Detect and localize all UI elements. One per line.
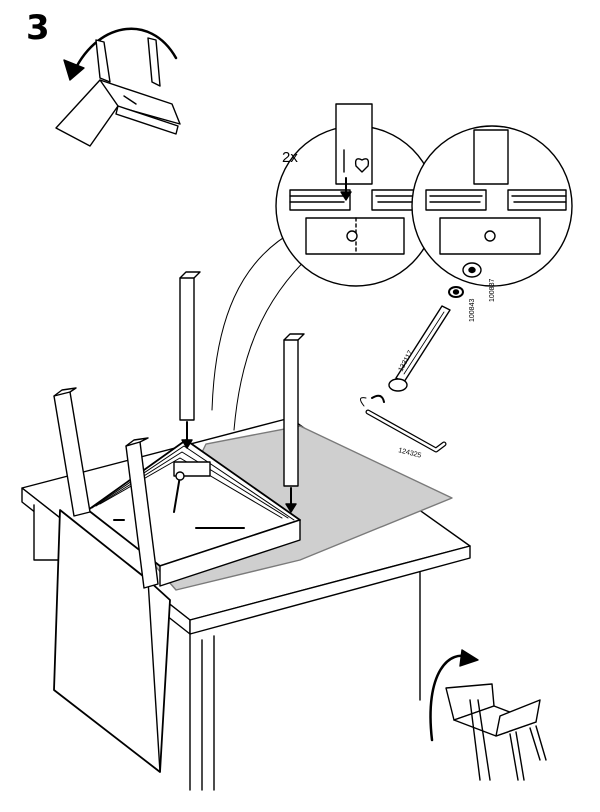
hardware-stack — [360, 262, 482, 453]
spring-washer-part-id: 100843 — [469, 299, 476, 322]
chair-backrest — [53, 509, 171, 773]
spring-washer-icon — [448, 286, 464, 298]
detail-circle-bolt — [411, 125, 573, 287]
flip-chair-icon — [55, 27, 181, 147]
flip-upright-icon — [429, 649, 547, 781]
flat-washer-part-id: 100837 — [489, 279, 496, 302]
bolts-in-scene — [113, 471, 245, 529]
bolt-icon — [388, 305, 451, 392]
allen-key-part-id: 124325 — [398, 447, 422, 459]
chair-legs — [53, 271, 305, 589]
flat-washer-icon — [462, 262, 482, 278]
allen-key-icon — [360, 394, 447, 453]
leg-insert-arrows — [181, 421, 297, 513]
detail-circle-leg — [275, 103, 437, 287]
quantity-label: 2x — [282, 149, 298, 166]
step-number: 3 — [26, 8, 50, 48]
